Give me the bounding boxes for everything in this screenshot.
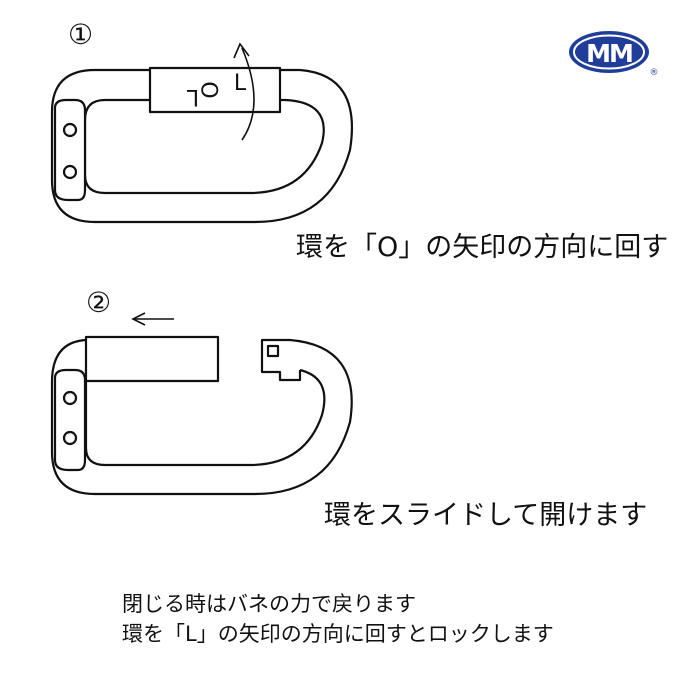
carabiner-open [50,335,353,496]
slide-arrow-head [131,312,146,326]
carabiner-open-spine [53,368,87,472]
screw-sleeve [148,66,282,114]
rotate-arrow-curve [241,47,255,141]
step1-number: ① [68,18,93,51]
logo-registered-mark: ® [650,68,659,78]
step1-caption: 環を「O」の矢印の方向に回す [296,232,668,263]
carabiner-open-outer [50,338,353,496]
sleeve-mark-lock-left: L [186,84,199,109]
logo-text: MM [586,39,632,68]
rotate-arrow-head [233,42,250,59]
screw-sleeve-open [84,335,220,383]
logo-oval [569,31,649,73]
carabiner-closed-spine [53,98,87,202]
rivet-top-open [62,390,78,406]
carabiner-nose-notch [260,338,302,382]
rivet-top [62,122,78,138]
rotate-arrow-icon [233,42,255,141]
carabiner-closed-outer [50,68,354,224]
logo-oval-ring [573,34,645,70]
slide-left-arrow-icon [131,312,174,326]
sleeve-mark-open: O [199,81,224,98]
sleeve-mark-lock-right: L [234,71,247,96]
mm-logo: MM ® [569,31,659,78]
carabiner-closed [50,66,354,224]
rivet-bottom-open [62,430,78,446]
carabiner-closed-inner [83,98,325,195]
step2-caption: 環をスライドして開けます [324,500,647,531]
sleeve-markings: L O L [186,71,247,109]
note-line-1: 閉じる時はバネの力で戻ります [122,592,416,616]
note-line-2: 環を「L」の矢印の方向に回すとロックします [122,622,554,646]
carabiner-open-inner [84,368,326,467]
rivet-bottom [62,164,78,180]
step2-number: ② [86,286,111,319]
